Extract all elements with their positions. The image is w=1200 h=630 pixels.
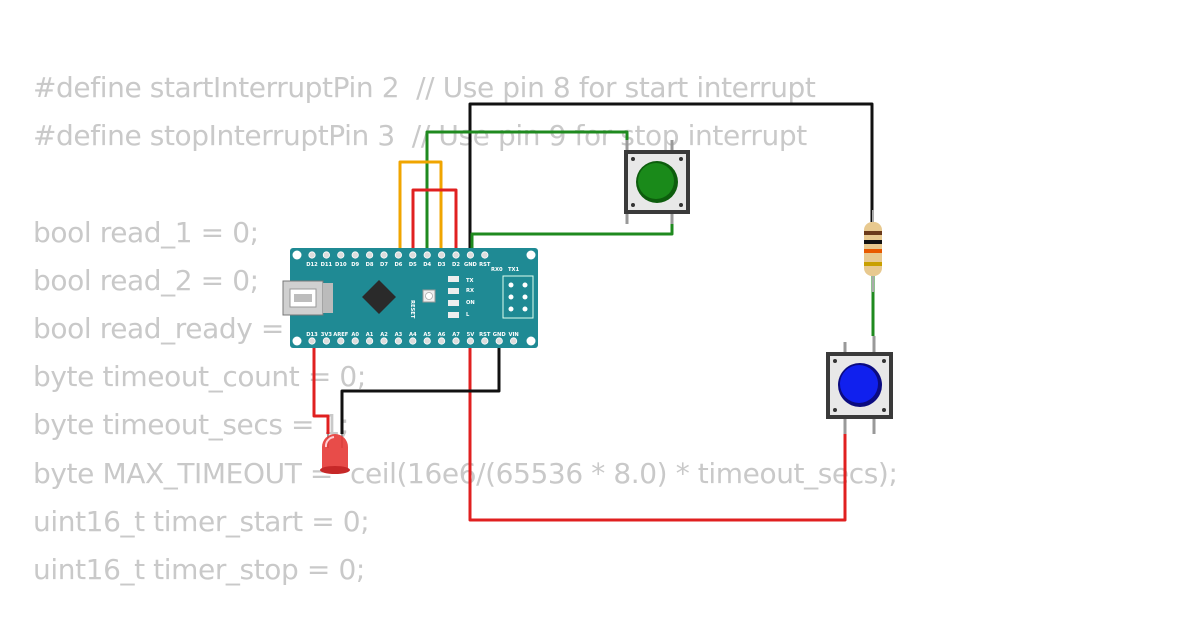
pin-label-d12: D12 (306, 262, 318, 268)
microcontroller-chip-icon (362, 280, 396, 314)
pin-label-d3: D3 (438, 262, 446, 268)
pin-label-d6: D6 (394, 262, 402, 268)
reset-button[interactable] (422, 289, 436, 303)
pin-label-gnd: GND (493, 332, 507, 338)
code-listing: #define startInterruptPin 2 // Use pin 8… (33, 64, 898, 594)
pin-label-3v3: 3V3 (321, 332, 333, 338)
pin-label-rst: RST (479, 262, 491, 268)
tx-label: TX (466, 278, 474, 284)
pin-d3-pad[interactable] (437, 251, 446, 259)
pin-label-d4: D4 (423, 262, 431, 268)
pin-gnd-pad[interactable] (495, 337, 503, 345)
wire-red-loop[interactable] (411, 188, 458, 250)
pin-d11-pad[interactable] (322, 251, 330, 259)
pin-label-d8: D8 (366, 262, 374, 268)
wire-gnd-to-led[interactable] (340, 342, 501, 434)
code-line: #define startInterruptPin 2 // Use pin 8… (33, 71, 816, 104)
pin-label-vin: VIN (508, 332, 518, 338)
pin-gnd-pad[interactable] (466, 251, 474, 259)
rx0-label: RX0 (491, 267, 503, 273)
pin-label-d5: D5 (409, 262, 417, 268)
stop-pushbutton[interactable] (826, 336, 893, 434)
code-line: bool read_2 = 0; (33, 263, 259, 297)
code-line: uint16_t timer_start = 0; (33, 504, 370, 538)
pin-d12-pad[interactable] (308, 251, 316, 259)
pin-label-aref: AREF (333, 332, 349, 338)
pin-d9-pad[interactable] (351, 251, 359, 259)
code-line: byte MAX_TIMEOUT = ceil(16e6/(65536 * 8.… (33, 456, 898, 490)
pin-label-d9: D9 (351, 262, 359, 268)
green-button-cap-icon[interactable] (638, 163, 674, 199)
pin-label-a7: A7 (452, 332, 460, 338)
pin-a1-pad[interactable] (365, 337, 374, 345)
pin-vin-pad[interactable] (509, 337, 518, 345)
pin-a5-pad[interactable] (423, 337, 431, 345)
pin-rst-pad[interactable] (481, 251, 489, 259)
pin-a2-pad[interactable] (380, 337, 388, 345)
pin-d6-pad[interactable] (394, 251, 402, 259)
pin-label-a1: A1 (366, 332, 374, 338)
pin-aref-pad[interactable] (337, 337, 345, 345)
pin-d10-pad[interactable] (337, 251, 345, 259)
usb-connector-icon (282, 280, 333, 316)
pin-a7-pad[interactable] (452, 337, 460, 345)
pin-d2-pad[interactable] (452, 251, 460, 259)
pin-3v3-pad[interactable] (322, 337, 330, 345)
rx-label: RX (466, 288, 474, 294)
pin-d4-pad[interactable] (423, 251, 431, 259)
blue-button-cap-icon[interactable] (840, 365, 878, 403)
pin-a4-pad[interactable] (409, 337, 417, 345)
code-line: #define stopInterruptPin 3 // Use pin 9 … (33, 119, 807, 153)
pin-label-d2: D2 (452, 262, 460, 268)
red-led-icon[interactable] (320, 434, 350, 474)
icsp-header-icon (502, 275, 534, 319)
pin-a3-pad[interactable] (394, 337, 402, 345)
pin-a6-pad[interactable] (437, 337, 446, 345)
pin-label-d7: D7 (380, 262, 388, 268)
pin-label-a4: A4 (409, 332, 417, 338)
on-label: ON (466, 300, 475, 306)
pin-label-d10: D10 (335, 262, 347, 268)
pin-label-a6: A6 (438, 332, 446, 338)
tx1-label: TX1 (508, 267, 520, 273)
code-line: bool read_1 = 0; (33, 215, 259, 249)
pin-label-a0: A0 (351, 332, 359, 338)
pin-label-a5: A5 (423, 332, 431, 338)
l-label: L (466, 312, 470, 318)
pin-label-a3: A3 (395, 332, 403, 338)
pin-5v-pad[interactable] (466, 337, 474, 345)
start-pushbutton[interactable] (624, 140, 690, 224)
pin-d13-pad[interactable] (308, 337, 316, 345)
wire-5v-to-stop-button[interactable] (468, 342, 847, 522)
pin-rst-pad[interactable] (481, 337, 489, 345)
pin-d5-pad[interactable] (409, 251, 417, 259)
wire-d13-to-led[interactable] (312, 342, 330, 434)
pin-label-rst: RST (479, 332, 491, 338)
pin-label-gnd: GND (464, 262, 478, 268)
wire-orange-loop[interactable] (398, 160, 443, 250)
pin-label-d13: D13 (306, 332, 318, 338)
pin-label-5v: 5V (467, 332, 475, 338)
resistor-icon[interactable] (864, 210, 882, 292)
pin-d7-pad[interactable] (380, 251, 388, 259)
pin-label-a2: A2 (380, 332, 388, 338)
code-line: uint16_t timer_stop = 0; (33, 552, 365, 586)
pin-a0-pad[interactable] (351, 337, 359, 345)
status-leds-icon (448, 276, 459, 318)
wire-gnd-to-resistor[interactable] (468, 102, 874, 250)
pin-label-d11: D11 (321, 262, 333, 268)
wire-gnd-to-start-button[interactable] (470, 218, 674, 252)
reset-label: RESET (409, 300, 415, 319)
pin-d8-pad[interactable] (365, 251, 374, 259)
